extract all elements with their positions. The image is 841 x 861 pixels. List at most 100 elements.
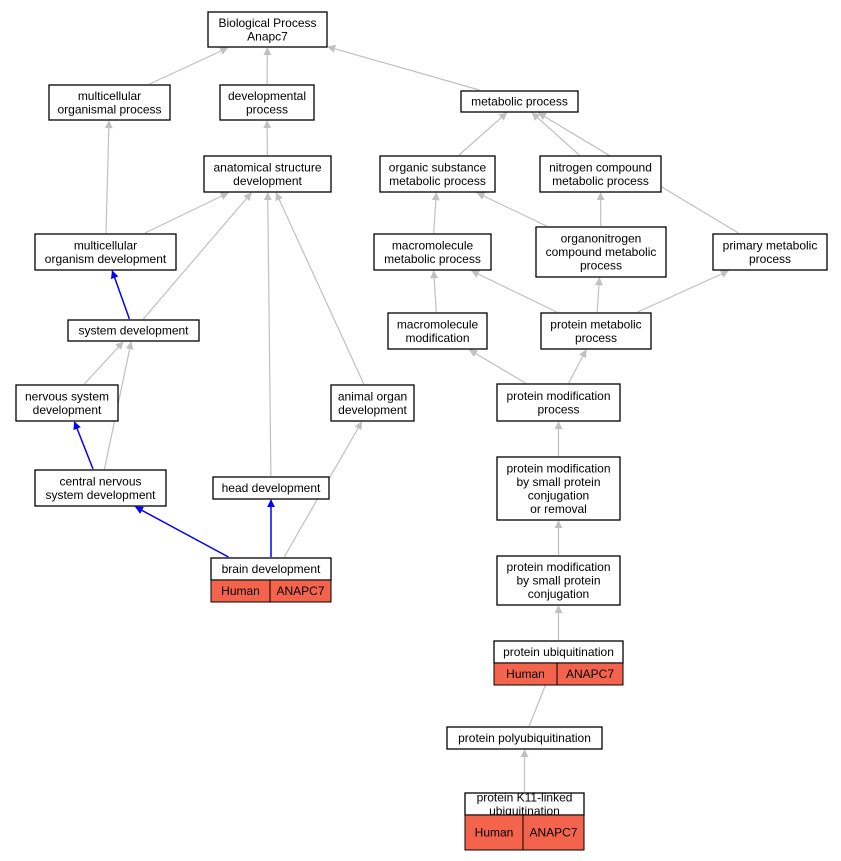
edge-pmodp-to-protmp bbox=[568, 349, 587, 384]
node-label-line: by small protein bbox=[516, 475, 600, 489]
species-tag-label: Human bbox=[475, 826, 514, 840]
edge-aod-to-asd bbox=[275, 192, 365, 385]
node-label-line: organonitrogen bbox=[561, 232, 642, 246]
node-label-line: protein modification bbox=[506, 560, 610, 574]
node-box bbox=[34, 469, 167, 507]
node-label-line: process bbox=[537, 402, 579, 416]
node-label-line: development bbox=[33, 403, 102, 417]
node-label-line: brain development bbox=[222, 562, 321, 576]
node-label-line: by small protein bbox=[516, 574, 600, 588]
edge-sd-to-mod bbox=[110, 270, 131, 320]
edge-protmp-to-oncmp bbox=[594, 277, 603, 313]
node-label-line: animal organ bbox=[338, 389, 407, 403]
edge-metp-to-bp bbox=[327, 44, 480, 91]
node-label-line: process bbox=[246, 102, 288, 116]
node-box bbox=[15, 384, 119, 422]
edge-bd-to-cnsd bbox=[134, 506, 229, 558]
node-label-line: nervous system bbox=[25, 389, 109, 403]
node-label-line: process bbox=[749, 252, 791, 266]
edge-mod-to-asd bbox=[144, 192, 229, 234]
gene-tag bbox=[522, 814, 585, 851]
node-ppu[interactable]: protein polyubiquitination bbox=[446, 726, 603, 750]
node-box bbox=[34, 233, 177, 271]
edge-mm-to-mmp bbox=[430, 270, 439, 313]
node-label-line: organismal process bbox=[57, 102, 161, 116]
node-label-line: nitrogen compound bbox=[549, 160, 652, 174]
node-box bbox=[207, 11, 328, 48]
gene-tag-label: ANAPC7 bbox=[566, 667, 614, 681]
node-label-line: central nervous bbox=[59, 474, 141, 488]
gene-tag-label: ANAPC7 bbox=[276, 584, 324, 598]
node-label-line: conjugation bbox=[528, 488, 589, 502]
node-label-line: metabolic process bbox=[389, 174, 486, 188]
node-label-line: protein modification bbox=[506, 389, 610, 403]
node-label-line: Biological Process bbox=[218, 16, 316, 30]
node-label-line: primary metabolic bbox=[723, 238, 818, 252]
edge-oncmp-to-osmp bbox=[476, 192, 547, 227]
node-box bbox=[379, 155, 496, 193]
node-label-line: organic substance bbox=[389, 160, 487, 174]
node-box bbox=[212, 476, 330, 500]
species-tag-label: Human bbox=[221, 584, 260, 598]
node-hd[interactable]: head development bbox=[212, 476, 330, 500]
node-label-line: head development bbox=[222, 481, 321, 495]
species-tag bbox=[464, 814, 524, 851]
edge-mmp-to-osmp bbox=[431, 192, 440, 234]
edge-protmp-to-mmp bbox=[471, 270, 557, 313]
node-label-line: protein metabolic bbox=[550, 317, 641, 331]
node-box bbox=[330, 384, 415, 422]
node-label-line: anatomical structure bbox=[213, 160, 321, 174]
edge-pmodp-to-mm bbox=[469, 349, 526, 384]
edge-ncmp-to-metp bbox=[531, 112, 580, 156]
node-sd[interactable]: system development bbox=[67, 319, 200, 342]
node-label-line: organism development bbox=[45, 252, 167, 266]
node-label-line: macromolecule bbox=[392, 238, 474, 252]
node-box bbox=[496, 555, 621, 606]
node-label-line: compound metabolic bbox=[546, 245, 657, 259]
gene-tag bbox=[269, 579, 332, 603]
node-label-line: development bbox=[233, 174, 302, 188]
node-label-line: system development bbox=[45, 488, 156, 502]
edge-osmp-to-metp bbox=[458, 112, 508, 156]
node-label-line: Anapc7 bbox=[247, 29, 288, 43]
edge-nsd-to-sd bbox=[83, 341, 124, 385]
node-box bbox=[535, 226, 667, 278]
node-box bbox=[496, 383, 621, 422]
node-label-line: conjugation bbox=[528, 587, 589, 601]
node-label-line: process bbox=[580, 259, 622, 273]
node-box bbox=[373, 233, 492, 271]
edge-mod-to-mop bbox=[104, 120, 113, 234]
node-metp[interactable]: metabolic process bbox=[460, 90, 579, 113]
node-label-line: macromolecule bbox=[397, 317, 479, 331]
node-label-line: protein polyubiquitination bbox=[458, 731, 591, 745]
node-box bbox=[203, 155, 332, 193]
node-label-line: modification bbox=[405, 331, 469, 345]
node-box bbox=[387, 312, 488, 350]
node-label-line: protein K11-linked bbox=[477, 790, 573, 804]
node-box bbox=[712, 233, 828, 271]
edge-mop-to-bp bbox=[149, 47, 229, 85]
node-label-line: ubiquitination bbox=[489, 804, 560, 818]
